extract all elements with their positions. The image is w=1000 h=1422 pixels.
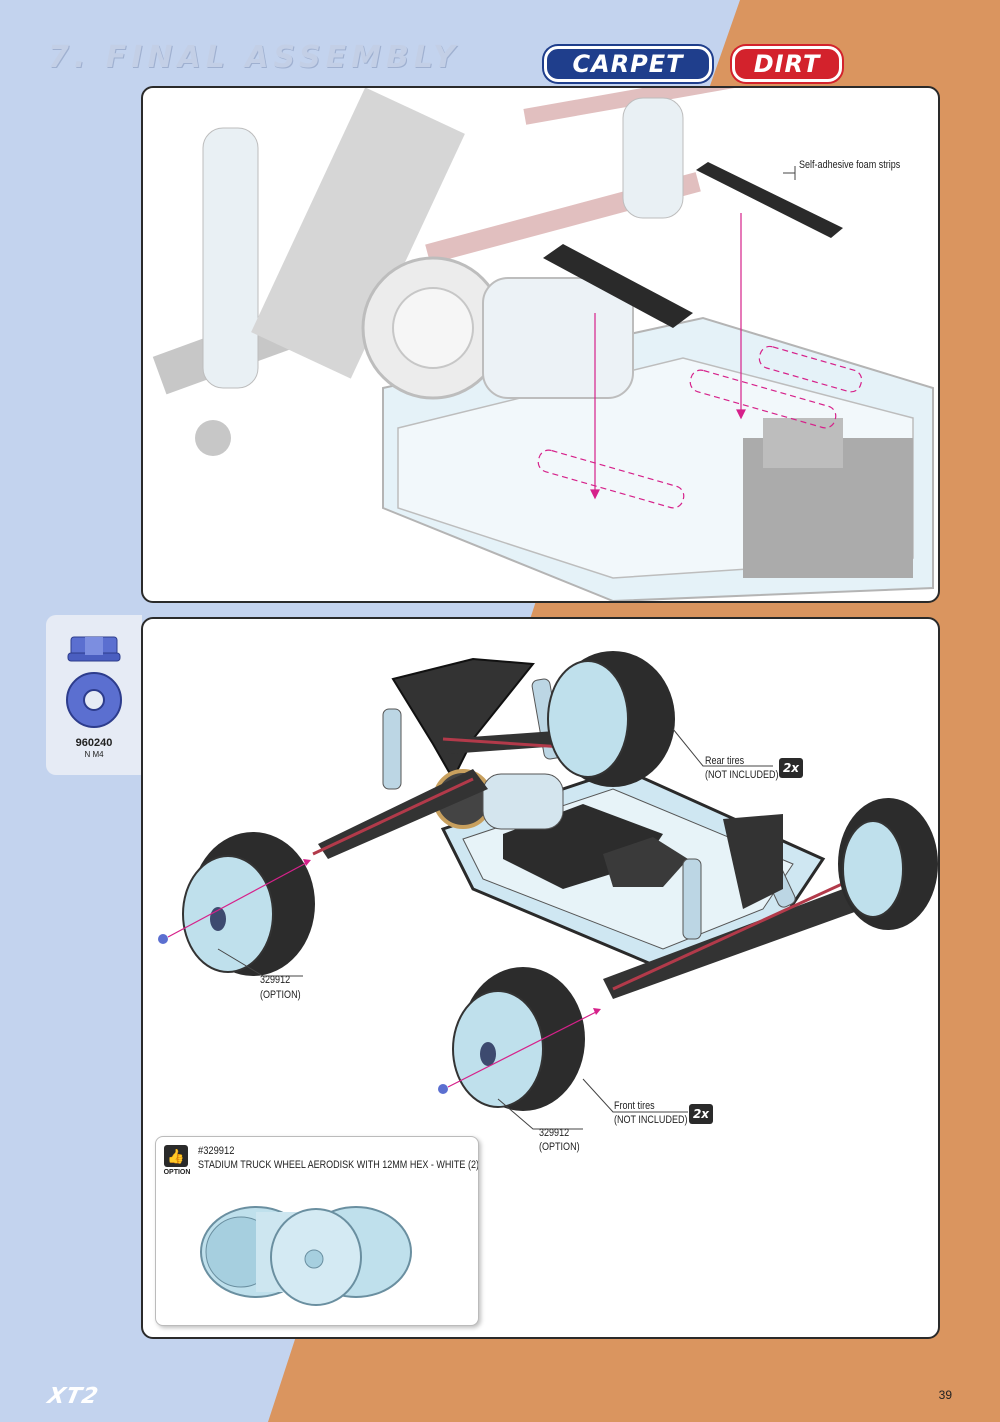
- option-part-code: #329912: [198, 1145, 235, 1157]
- rear-wheel-option-note: (OPTION): [260, 989, 301, 1001]
- dirt-badge: DIRT: [732, 46, 842, 82]
- rear-tires-note: (NOT INCLUDED): [705, 769, 779, 781]
- front-wheel-option-note: (OPTION): [539, 1141, 580, 1153]
- rear-wheel-part-number: 329912: [260, 974, 291, 986]
- front-tires-note: (NOT INCLUDED): [614, 1114, 688, 1126]
- front-wheel-part-number: 329912: [539, 1127, 570, 1139]
- rear-tires-quantity-badge: 2x: [779, 758, 803, 778]
- page-number: 39: [938, 1388, 952, 1402]
- flanged-nut-icon: [67, 636, 121, 662]
- front-tires-label: Front tires: [614, 1100, 655, 1112]
- option-part-box: 👍 OPTION #329912 STADIUM TRUCK WHEEL AER…: [155, 1136, 479, 1326]
- foam-strips-callout: Self-adhesive foam strips: [799, 159, 901, 171]
- washer-icon: [66, 672, 122, 728]
- chassis-closeup-illustration: [152, 88, 934, 601]
- step-illustration-tires: Rear tires (NOT INCLUDED) 2x 329912 (OPT…: [141, 617, 940, 1339]
- brand-logo: XT2: [45, 1384, 101, 1409]
- rear-tires-label: Rear tires: [705, 755, 745, 767]
- front-tires-quantity-badge: 2x: [689, 1104, 713, 1124]
- step-illustration-foam-strips: Self-adhesive foam strips: [141, 86, 940, 603]
- part-description: N M4: [84, 750, 104, 759]
- part-number: 960240: [75, 737, 113, 749]
- parts-icons: [66, 636, 122, 728]
- truck-assembly-illustration: [158, 651, 938, 1130]
- carpet-badge: CARPET: [544, 46, 712, 82]
- thumbs-up-icon: 👍: [164, 1145, 188, 1167]
- option-label: OPTION: [163, 1169, 191, 1176]
- option-part-name: STADIUM TRUCK WHEEL AERODISK WITH 12MM H…: [198, 1159, 479, 1171]
- wheel-pair-illustration: [200, 1206, 412, 1306]
- parts-bag-panel: [46, 615, 142, 775]
- section-title: 7. FINAL ASSEMBLY: [48, 40, 460, 75]
